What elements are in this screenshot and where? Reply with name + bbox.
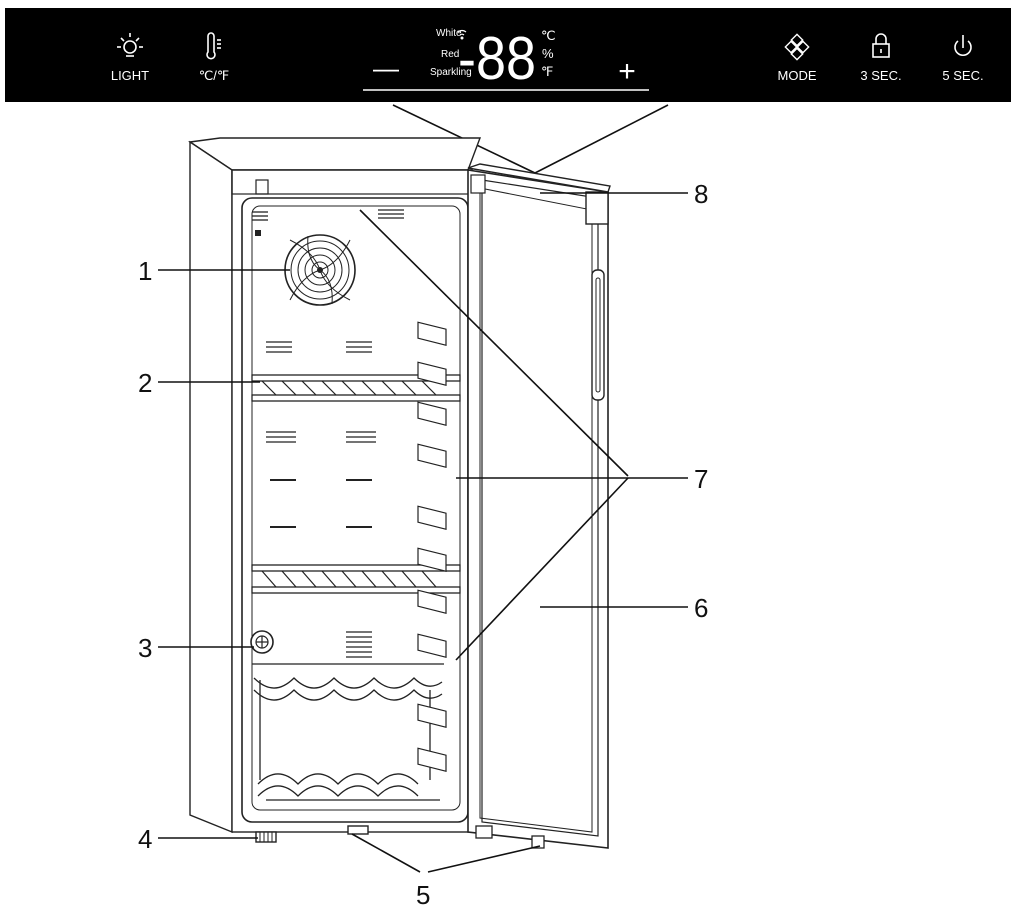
unit-toggle-label: ℃/℉ bbox=[199, 68, 230, 83]
power-icon bbox=[954, 35, 972, 56]
door-frame bbox=[467, 169, 609, 849]
fan bbox=[284, 234, 356, 306]
unit-celsius: ℃ bbox=[541, 28, 556, 43]
callout-8: 8 bbox=[694, 179, 708, 209]
plus-button[interactable]: + bbox=[618, 55, 636, 88]
unit-toggle-button[interactable]: ℃/℉ bbox=[199, 32, 230, 83]
middle-vents bbox=[266, 431, 376, 528]
lock-button[interactable]: 3 SEC. bbox=[860, 33, 902, 83]
unit-percent: % bbox=[542, 46, 554, 61]
light-bulb-icon bbox=[117, 33, 143, 57]
bottom-hinge bbox=[347, 825, 369, 835]
top-latch bbox=[255, 179, 269, 195]
panel-pointer-line-right bbox=[534, 104, 669, 174]
callout-5: 5 bbox=[416, 880, 430, 910]
unit-fahrenheit: ℉ bbox=[541, 64, 553, 79]
minus-button[interactable]: — bbox=[373, 53, 399, 83]
mode-sparkling-label: Sparkling bbox=[430, 67, 472, 78]
callout-leader-lines bbox=[158, 192, 688, 873]
door-top-hinge-block bbox=[585, 191, 609, 225]
bottle-rack bbox=[252, 663, 444, 801]
door-hinge-top bbox=[470, 174, 486, 194]
mode-icon bbox=[784, 33, 810, 61]
light-button[interactable]: LIGHT bbox=[111, 33, 149, 83]
cabinet-liner bbox=[251, 205, 461, 811]
callout-6: 6 bbox=[694, 593, 708, 623]
top-vents bbox=[252, 209, 404, 221]
cabinet-side-panel bbox=[189, 140, 233, 834]
cabinet bbox=[188, 137, 482, 843]
temperature-knob bbox=[250, 630, 274, 654]
callout-3: 3 bbox=[138, 633, 152, 663]
light-button-label: LIGHT bbox=[111, 68, 149, 83]
temperature-display-digits: -88 bbox=[458, 25, 536, 92]
glass-door bbox=[467, 163, 611, 849]
cabinet-top bbox=[188, 137, 482, 171]
leveling-foot bbox=[255, 831, 277, 843]
door-handle bbox=[591, 269, 605, 401]
control-panel: LIGHT ℃/℉ — White Red Sparkling -88 ℃ % bbox=[5, 8, 1011, 102]
upper-vents bbox=[266, 341, 372, 353]
shelf-lower bbox=[251, 564, 461, 594]
mode-white-label: White bbox=[436, 28, 462, 39]
callout-4: 4 bbox=[138, 824, 152, 854]
lock-icon bbox=[872, 33, 890, 58]
callout-2: 2 bbox=[138, 368, 152, 398]
thermometer-icon bbox=[206, 32, 221, 60]
power-button-label: 5 SEC. bbox=[942, 68, 983, 83]
lock-button-label: 3 SEC. bbox=[860, 68, 901, 83]
interior-light bbox=[255, 230, 261, 236]
mode-button-label: MODE bbox=[778, 68, 817, 83]
lower-vents bbox=[346, 631, 372, 658]
callout-7: 7 bbox=[694, 464, 708, 494]
control-panel-background bbox=[5, 8, 1011, 102]
wifi-icon bbox=[457, 29, 467, 40]
shelf-upper bbox=[251, 374, 461, 402]
interior-bottle-supports bbox=[417, 321, 447, 772]
door-hinge-bottom bbox=[475, 825, 493, 839]
callout-1: 1 bbox=[138, 256, 152, 286]
mode-button[interactable]: MODE bbox=[778, 33, 817, 83]
power-button[interactable]: 5 SEC. bbox=[942, 35, 984, 83]
mode-red-label: Red bbox=[441, 49, 459, 60]
